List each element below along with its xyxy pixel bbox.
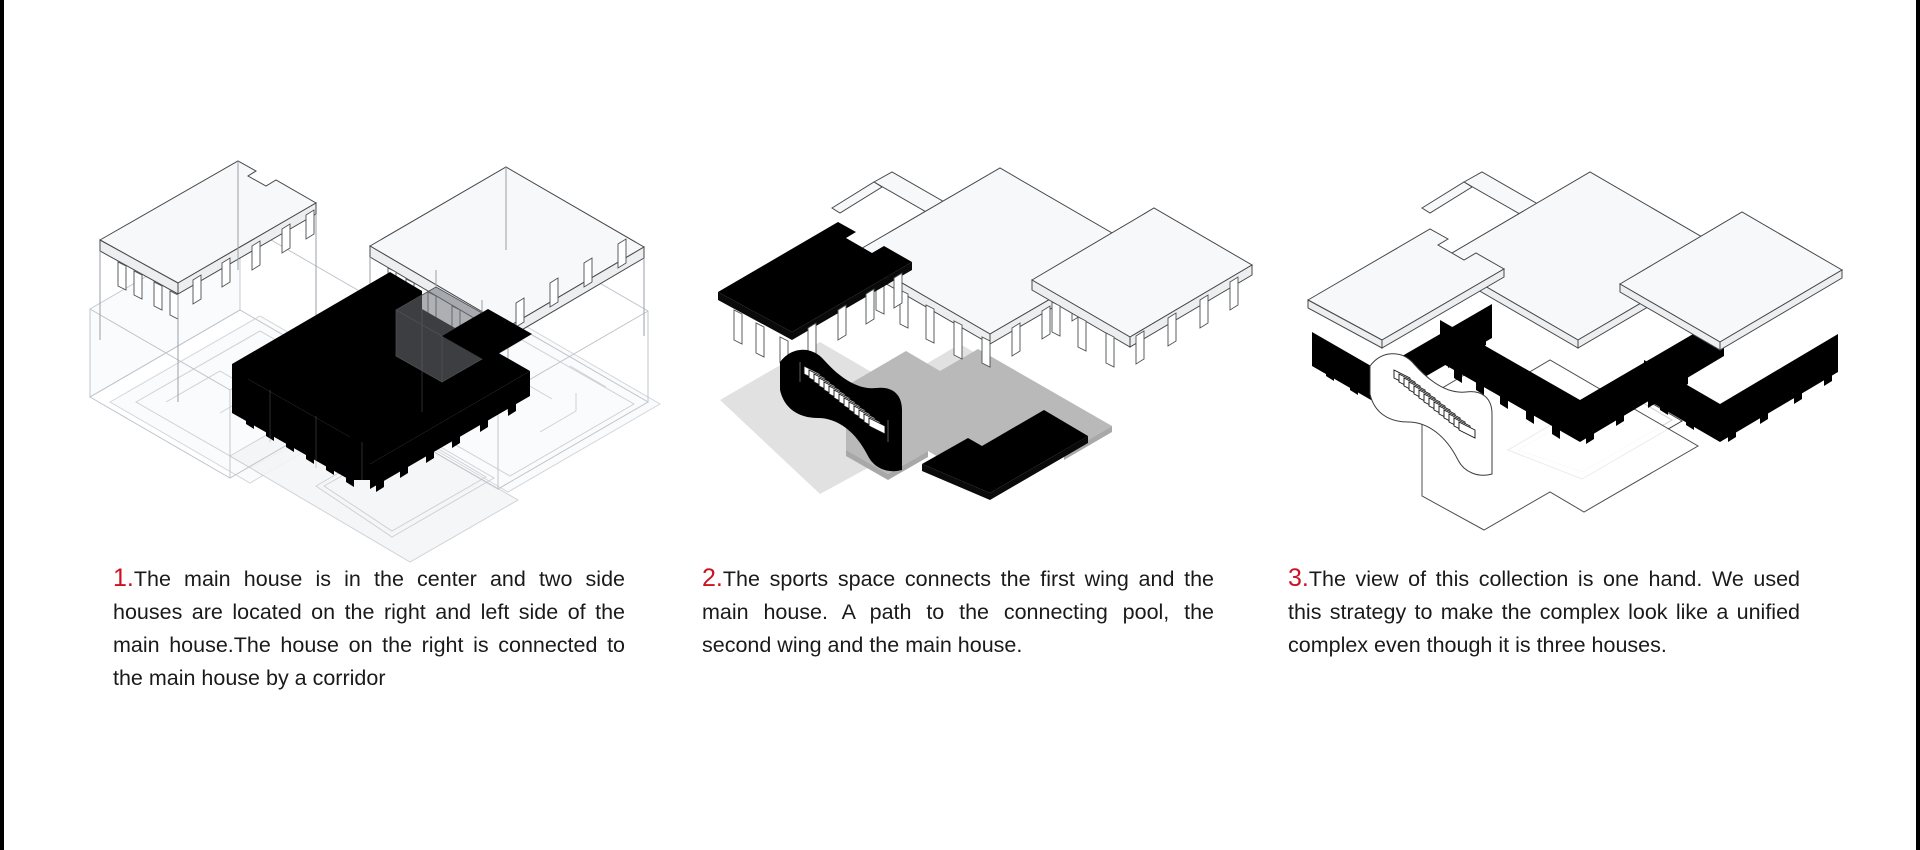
caption-2: 2.The sports space connects the first wi… <box>702 562 1214 662</box>
main-house-columns <box>246 382 516 492</box>
caption-1: 1.The main house is in the center and tw… <box>113 562 625 695</box>
left-side-house-roof <box>98 160 317 402</box>
caption-1-text: The main house is in the center and two … <box>113 567 625 690</box>
black-pool <box>922 410 1088 500</box>
curved-path-with-stair <box>780 349 902 472</box>
center-columns <box>1454 336 1688 444</box>
left-house-columns <box>117 209 315 320</box>
diagram-2: Axonometric showing the black sports spa… <box>660 150 1260 570</box>
second-wing-columns <box>1051 276 1239 368</box>
right-wing-columns <box>1660 345 1832 442</box>
caption-3: 3.The view of this collection is one han… <box>1288 562 1800 662</box>
caption-2-number: 2. <box>702 564 723 592</box>
second-wing-roof <box>1619 211 1843 351</box>
first-wing-columns <box>733 272 903 368</box>
page-border-left <box>0 0 4 850</box>
stair-treads <box>1393 369 1476 439</box>
caption-1-number: 1. <box>113 564 134 592</box>
second-wing-white-roof <box>1031 207 1253 368</box>
caption-3-text: The view of this collection is one hand.… <box>1288 567 1800 657</box>
caption-2-text: The sports space connects the first wing… <box>702 567 1214 657</box>
stair-treads <box>803 365 886 435</box>
left-house-projection-lines <box>99 161 317 402</box>
page-border-right <box>1916 0 1920 850</box>
first-wing-black-roof <box>718 222 912 368</box>
diagram-3-svg: Axonometric of the unified complex: all … <box>1306 171 1843 531</box>
corridor-slab <box>442 309 532 361</box>
first-wing-roof <box>1306 228 1506 349</box>
diagram-2-svg: Axonometric showing the black sports spa… <box>718 167 1253 500</box>
caption-3-number: 3. <box>1288 564 1309 592</box>
diagram-1: Exploded axonometric of three house volu… <box>70 150 670 570</box>
main-house-black-mass <box>232 272 530 492</box>
diagram-3: Axonometric of the unified complex: all … <box>1250 150 1850 570</box>
diagram-1-svg: Exploded axonometric of three house volu… <box>89 160 661 563</box>
curved-path-with-stair <box>1369 353 1493 476</box>
